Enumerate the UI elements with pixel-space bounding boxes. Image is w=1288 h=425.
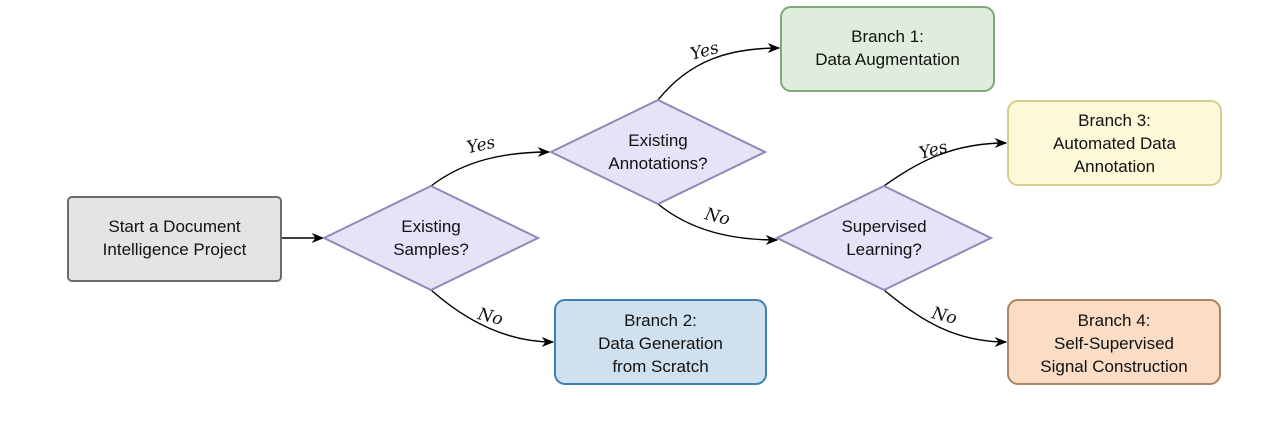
branch-4-line1: Branch 4: bbox=[1078, 311, 1151, 330]
decision-samples-line1: Existing bbox=[401, 217, 461, 236]
decision-supervised-learning: Supervised Learning? bbox=[774, 184, 994, 292]
branch-4-line2: Self-Supervised bbox=[1054, 334, 1174, 353]
edge-supervised-no bbox=[883, 289, 1008, 348]
edge-annotations-yes bbox=[657, 42, 781, 101]
branch-2-box bbox=[554, 299, 767, 385]
decision-samples-line2: Samples? bbox=[393, 240, 469, 259]
branch-2-line2: Data Generation bbox=[598, 334, 723, 353]
edge-label-annotations-no: No bbox=[702, 204, 732, 230]
branch-3-box bbox=[1007, 100, 1222, 186]
branch-4-line3: Signal Construction bbox=[1040, 357, 1187, 376]
start-node: Start a Document Intelligence Project bbox=[67, 196, 282, 282]
edge-samples-no bbox=[430, 289, 555, 348]
edge-label-supervised-no: No bbox=[929, 303, 959, 329]
branch-2-line1: Branch 2: bbox=[624, 311, 697, 330]
decision-supervised-line2: Learning? bbox=[846, 240, 922, 259]
edge-label-supervised-yes: Yes bbox=[917, 137, 950, 164]
branch-3-line1: Branch 3: bbox=[1078, 111, 1151, 130]
start-node-line1: Start a Document bbox=[108, 217, 241, 236]
branch-4-node: Branch 4: Self-Supervised Signal Constru… bbox=[1007, 299, 1221, 385]
start-node-line2: Intelligence Project bbox=[103, 240, 247, 259]
decision-annotations-line2: Annotations? bbox=[608, 154, 707, 173]
edge-label-samples-no: No bbox=[475, 304, 505, 330]
branch-3-line2: Automated Data bbox=[1053, 134, 1176, 153]
decision-samples-shape bbox=[321, 184, 541, 292]
decision-supervised-shape bbox=[774, 184, 994, 292]
branch-4-box bbox=[1007, 299, 1221, 385]
branch-2-line3: from Scratch bbox=[612, 357, 708, 376]
edge-label-samples-yes: Yes bbox=[465, 133, 497, 159]
decision-existing-annotations: Existing Annotations? bbox=[548, 98, 768, 206]
edge-label-annotations-yes: Yes bbox=[688, 38, 721, 65]
branch-1-node: Branch 1: Data Augmentation bbox=[780, 6, 995, 92]
decision-supervised-line1: Supervised bbox=[841, 217, 926, 236]
branch-1-box bbox=[780, 6, 995, 92]
branch-2-node: Branch 2: Data Generation from Scratch bbox=[554, 299, 767, 385]
edge-supervised-yes bbox=[883, 137, 1008, 187]
start-node-box bbox=[67, 196, 282, 282]
branch-3-line3: Annotation bbox=[1074, 157, 1155, 176]
branch-3-node: Branch 3: Automated Data Annotation bbox=[1007, 100, 1222, 186]
branch-1-line2: Data Augmentation bbox=[815, 50, 960, 69]
decision-annotations-shape bbox=[548, 98, 768, 206]
branch-1-line1: Branch 1: bbox=[851, 27, 924, 46]
edge-samples-yes bbox=[430, 146, 551, 187]
decision-existing-samples: Existing Samples? bbox=[321, 184, 541, 292]
decision-annotations-line1: Existing bbox=[628, 131, 688, 150]
edge-annotations-no bbox=[657, 203, 779, 246]
